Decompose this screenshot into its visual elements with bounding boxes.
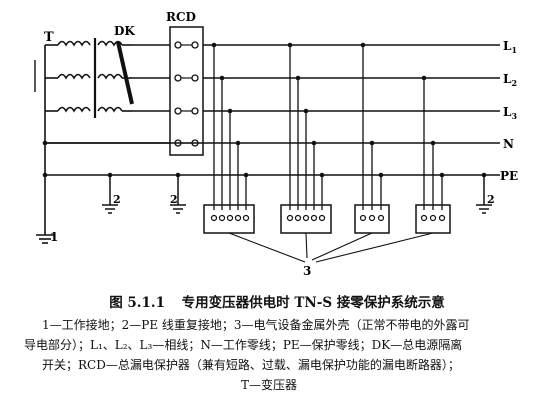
junction-dots bbox=[42, 42, 487, 178]
label-l2: L2 bbox=[503, 72, 517, 88]
label-n: N bbox=[503, 137, 514, 151]
secondary-coil-3 bbox=[97, 106, 123, 113]
legend-line: T—变压器 bbox=[240, 378, 297, 392]
figure-number: 图 5.1.1 bbox=[109, 295, 165, 311]
enclosure-leaders bbox=[228, 232, 434, 263]
rcd-contacts bbox=[174, 41, 199, 147]
transformer-label: T bbox=[44, 30, 54, 45]
secondary-coil-2 bbox=[97, 73, 123, 80]
figure-caption: 图 5.1.1 专用变压器供电时 TN-S 接零保护系统示意 bbox=[0, 291, 554, 311]
disconnector-blade bbox=[116, 41, 134, 105]
enclosure-label: 3 bbox=[303, 264, 311, 278]
secondary-coil-1 bbox=[97, 40, 123, 47]
repeat-ground-3 bbox=[476, 175, 492, 214]
working-ground-label: 1 bbox=[50, 230, 58, 244]
label-l1: L1 bbox=[503, 39, 517, 55]
repeat-ground-label-3: 2 bbox=[487, 193, 495, 206]
primary-coil-2 bbox=[57, 73, 91, 80]
legend-line: 开关；RCD—总漏电保护器（兼有短路、过载、漏电保护功能的漏电断路器）； bbox=[42, 358, 460, 372]
working-ground bbox=[36, 175, 54, 244]
disconnector bbox=[116, 41, 170, 112]
disconnector-label: DK bbox=[114, 24, 135, 38]
label-l3: L3 bbox=[503, 105, 517, 121]
figure-title: 专用变压器供电时 TN-S 接零保护系统示意 bbox=[181, 295, 445, 311]
figure-legend: 1—工作接地；2—PE 线重复接地；3—电气设备金属外壳（正常不带电的外露可 导… bbox=[24, 315, 524, 395]
primary-coil-1 bbox=[57, 40, 91, 47]
enclosure-terminals bbox=[210, 214, 446, 222]
rcd-box bbox=[169, 26, 204, 156]
rcd-label: RCD bbox=[166, 10, 196, 24]
repeat-ground-1 bbox=[102, 175, 118, 214]
repeat-ground-label-1: 2 bbox=[113, 193, 121, 206]
primary-coil-3 bbox=[57, 106, 91, 113]
legend-line: 导电部分）；L₁、L₂、L₃—相线；N—工作零线；PE—保护零线；DK—总电源隔… bbox=[24, 338, 463, 352]
legend-line: 1—工作接地；2—PE 线重复接地；3—电气设备金属外壳（正常不带电的外露可 bbox=[42, 318, 470, 332]
label-pe: PE bbox=[500, 169, 518, 183]
equipment-drops bbox=[213, 45, 443, 210]
repeat-ground-2 bbox=[170, 175, 186, 214]
repeat-ground-label-2: 2 bbox=[170, 193, 178, 206]
transformer bbox=[44, 38, 123, 175]
